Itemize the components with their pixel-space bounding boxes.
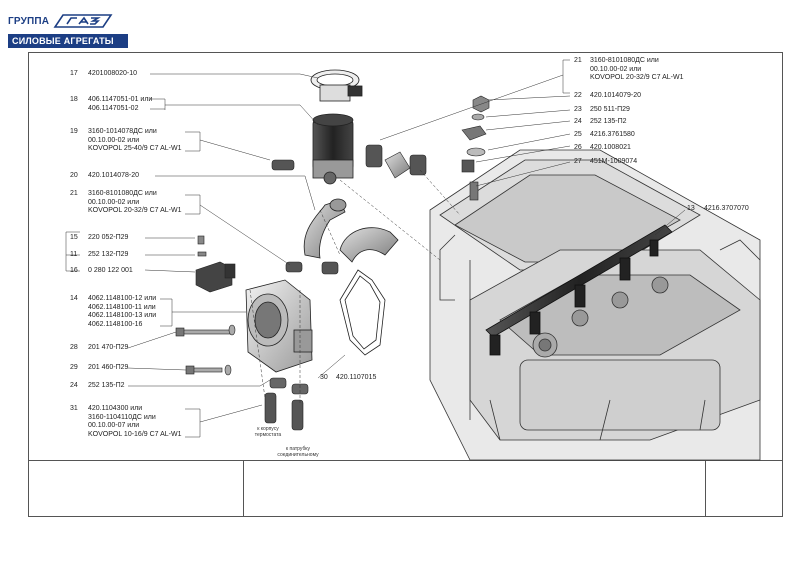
- callout-18-number: 18: [70, 96, 78, 103]
- brand-subtitle: СИЛОВЫЕ АГРЕГАТЫ: [8, 34, 128, 48]
- hose-clamps-19: [271, 144, 427, 179]
- title-block-cell-left: [28, 460, 244, 517]
- leader-lines: [65, 59, 686, 438]
- callout-28-label: 201 470-П29: [88, 344, 129, 351]
- callout-31-number: 31: [70, 405, 78, 412]
- callout-29-number: 29: [70, 364, 78, 371]
- callout-22-label: 420.1014079-20: [590, 92, 641, 99]
- title-block-cell-center: [243, 460, 706, 517]
- callout-20-label: 420.1014078-20: [88, 172, 139, 179]
- callout-30-number: 30: [320, 374, 328, 381]
- callout-r24-number: 24: [574, 118, 582, 125]
- note-thermostat-housing: к корпусу термостата: [254, 426, 282, 438]
- callout-15-label: 220 052-П29: [88, 234, 129, 241]
- hose-20: [303, 198, 347, 259]
- callout-13-number: 13: [687, 205, 695, 212]
- callout-31-label: 420.1104300 или 3160-1104110ДС или 00.10…: [88, 405, 182, 438]
- callout-27-number: 27: [574, 158, 582, 165]
- callout-15-number: 15: [70, 234, 78, 241]
- callout-25-label: 4216.3761580: [590, 131, 635, 138]
- sensor-16: [195, 261, 236, 293]
- hoses-31: [264, 377, 309, 431]
- callout-14-label: 4062.1148100-12 или 4062.1148100-11 или …: [88, 295, 157, 328]
- callout-26-label: 420.1008021: [590, 144, 631, 151]
- callout-30-label: 420.1107015: [336, 374, 377, 381]
- callout-13-label: 4216.3707070: [704, 205, 749, 212]
- brand-top-row: ГРУППА: [8, 12, 128, 30]
- callout-r24-label: 252 135-П2: [590, 118, 627, 125]
- callout-r21-number: 21: [574, 57, 582, 64]
- callout-26-number: 26: [574, 144, 582, 151]
- callout-19-label: 3160-1014078ДС или 00.10.00-02 или KOVOP…: [88, 128, 182, 152]
- brand-block: ГРУППА СИЛОВЫЕ АГРЕГАТЫ: [8, 12, 128, 50]
- callout-11-label: 252 132-П29: [88, 251, 129, 258]
- callout-25-number: 25: [574, 131, 582, 138]
- callout-17-number: 17: [70, 70, 78, 77]
- callout-24-label: 252 135-П2: [88, 382, 125, 389]
- callout-r21-label: 3160-8101080ДС или 00.10.00-02 или KOVOP…: [590, 57, 684, 81]
- callout-19-number: 19: [70, 128, 78, 135]
- hose-22: [339, 227, 399, 263]
- title-block-cell-right: [705, 460, 783, 517]
- callout-16-number: 16: [70, 267, 78, 274]
- callout-14-number: 14: [70, 295, 78, 302]
- engine-block: [429, 149, 761, 461]
- brand-group-text: ГРУППА: [8, 15, 50, 27]
- screws-28-29: [175, 324, 236, 376]
- callout-17-label: 4201008020-10: [88, 70, 138, 77]
- callout-22-number: 22: [574, 92, 582, 99]
- callout-20-number: 20: [70, 172, 78, 179]
- hose-clamps-21: [285, 261, 339, 275]
- callout-28-number: 28: [70, 344, 78, 351]
- callout-21-number: 21: [70, 190, 78, 197]
- throttle-body: [245, 279, 313, 373]
- small-parts-right: [461, 95, 490, 201]
- callout-11-number: 11: [70, 251, 78, 258]
- gaz-logo-icon: [53, 14, 113, 28]
- callout-23-label: 250 511-П29: [590, 106, 630, 113]
- clamp-17: [310, 69, 363, 102]
- callout-21-label: 3160-8101080ДС или 00.10.00-02 или KOVOP…: [88, 190, 182, 214]
- note-connecting-pipe: к патрубку соединительному: [277, 446, 319, 458]
- screw-15: [197, 235, 207, 257]
- callout-24-number: 24: [70, 382, 78, 389]
- callout-27-label: 451М-1009074: [590, 158, 638, 165]
- callout-18-label: 406.1147051-01 или 406.1147051-02: [88, 96, 153, 112]
- thermostat-housing: [312, 113, 354, 185]
- gasket-30: [339, 269, 386, 356]
- callout-16-label: 0 280 122 001: [88, 267, 133, 274]
- fuel-rail: [485, 224, 673, 356]
- callout-23-number: 23: [574, 106, 582, 113]
- callout-29-label: 201 460-П29: [88, 364, 129, 371]
